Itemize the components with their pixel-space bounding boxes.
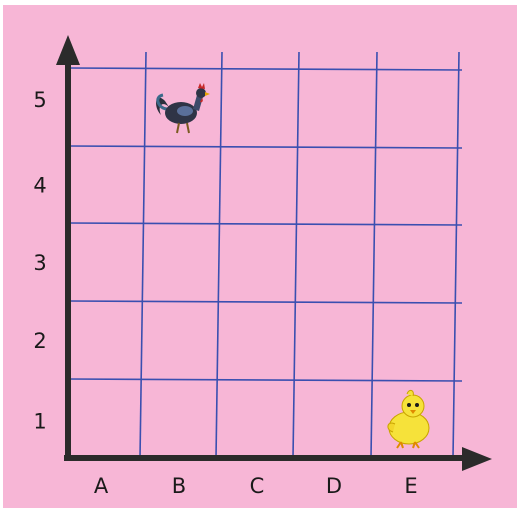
row-label: 5 xyxy=(33,88,46,112)
row-label: 1 xyxy=(33,410,46,434)
column-label: C xyxy=(250,474,265,498)
column-label: E xyxy=(404,474,417,498)
column-label: D xyxy=(326,474,342,498)
pink-background xyxy=(3,5,517,508)
row-label: 3 xyxy=(33,251,46,275)
column-label: A xyxy=(94,474,109,498)
row-label: 4 xyxy=(33,174,46,198)
row-label: 2 xyxy=(33,329,46,353)
column-label: B xyxy=(172,474,186,498)
